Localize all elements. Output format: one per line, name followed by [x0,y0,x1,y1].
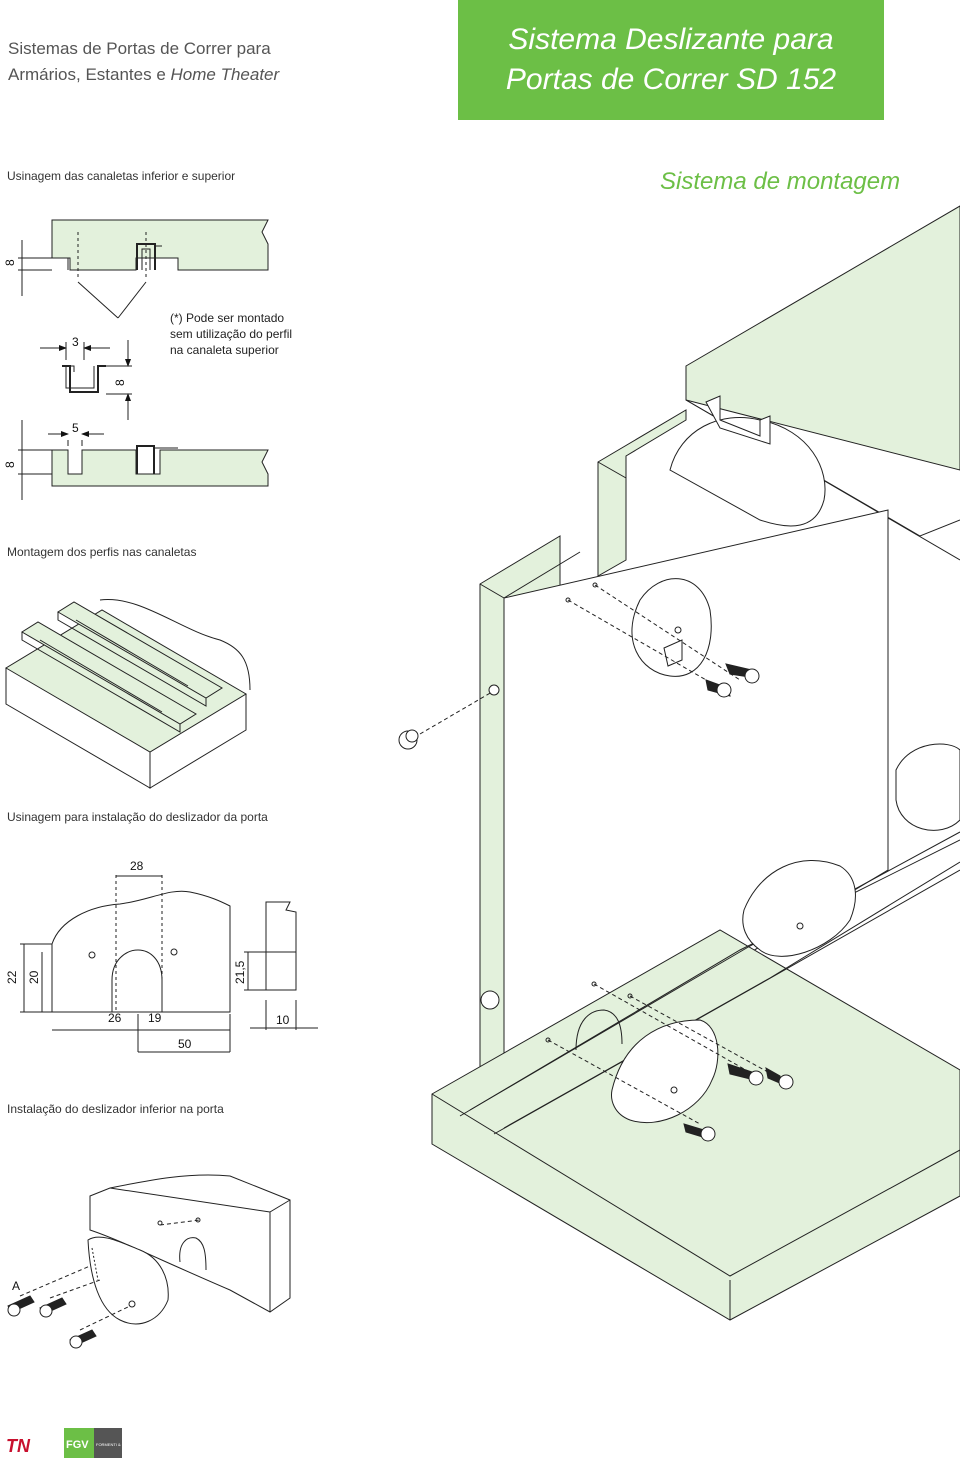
label-a: A [12,1279,20,1293]
header-subtitle: Sistemas de Portas de Correr para Armári… [8,36,279,88]
note-line1: (*) Pode ser montado [170,311,285,325]
dim-5: 5 [72,421,79,435]
upper-groove-section [51,219,269,271]
lower-slider-install [7,1174,291,1349]
lower-groove-section [51,445,269,487]
fgv-logo-text: FGV [66,1439,89,1451]
note-line3: na canaleta superior [170,343,279,357]
profiles-iso [5,599,251,789]
dim-8a: 8 [3,259,17,266]
title-banner: Sistema Deslizante para Portas de Correr… [458,0,884,120]
fgv-logo: FGV FORMENTI & GIOVENZANA [64,1428,148,1458]
dim-10: 10 [276,1013,290,1027]
subtitle-line2-a: Armários, Estantes e [8,65,171,84]
mounting-note: (*) Pode ser montado sem utilização do p… [170,310,292,358]
subtitle-line1: Sistemas de Portas de Correr para [8,39,271,58]
u-profile [62,365,106,393]
title-line2: Portas de Correr SD 152 [505,63,837,96]
dim-20: 20 [27,970,41,984]
subtitle-line2: Armários, Estantes e Home Theater [8,62,279,88]
tn-logo: TN [6,1436,31,1456]
assembly-drawing [398,205,960,1321]
section-usinagem-canaletas: Usinagem das canaletas inferior e superi… [7,169,236,183]
section-instalacao-inferior: Instalação do deslizador inferior na por… [7,1102,224,1116]
section-usinagem-deslizador: Usinagem para instalação do deslizador d… [7,810,268,824]
slider-machining [51,890,297,1013]
tn-logo-text: TN [6,1436,31,1456]
dim-3: 3 [72,335,79,349]
dim-26: 26 [108,1011,122,1025]
dim-28: 28 [130,859,144,873]
dim-50: 50 [178,1037,192,1051]
fgv-logo-sub: FORMENTI & GIOVENZANA [96,1442,148,1447]
subtitle-line2-b: Home Theater [170,65,280,84]
title-line1: Sistema Deslizante para [508,23,834,56]
dim-8c: 8 [3,461,17,468]
dim-22: 22 [5,970,19,984]
dim-21-5: 21,5 [233,960,247,984]
dim-8b: 8 [113,379,127,386]
dim-19: 19 [148,1011,162,1025]
section-sistema-montagem: Sistema de montagem [660,168,901,195]
section-montagem-perfis: Montagem dos perfis nas canaletas [7,545,197,559]
note-line2: sem utilização do perfil [170,327,293,341]
